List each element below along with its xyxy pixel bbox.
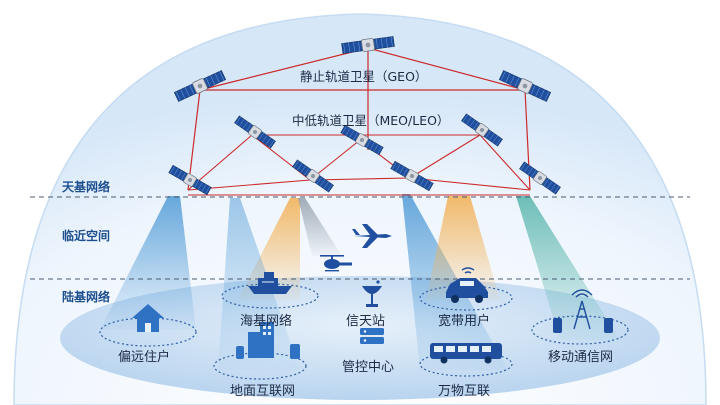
label-gateway: 信天站	[346, 314, 386, 329]
label-maritime: 海基网络	[240, 314, 293, 329]
label-terrestrial: 地面互联网	[230, 384, 296, 399]
label-remote-homes: 偏远住户	[118, 350, 171, 365]
buildings-icon	[248, 322, 274, 358]
ship-icon	[248, 272, 292, 294]
beam-remote-homes	[100, 196, 196, 330]
house-icon	[132, 304, 164, 332]
beam-mobile	[516, 196, 620, 340]
tablet-icon	[290, 344, 300, 359]
car-icon	[446, 267, 488, 303]
layer-label-near-space: 临近空间	[62, 229, 111, 243]
phone-icon-right	[604, 318, 613, 333]
beam-near-space	[298, 198, 342, 256]
helicopter-icon	[320, 255, 352, 272]
meo-leo-orbit-label: 中低轨道卫星（MEO/LEO）	[292, 113, 450, 128]
phone-icon-left	[553, 318, 562, 333]
label-control: 管控中心	[342, 360, 395, 375]
satellite-dish-icon	[362, 280, 382, 307]
ground-ellipse	[60, 276, 660, 400]
label-broadband: 宽带用户	[438, 314, 491, 329]
airplane-icon	[352, 224, 392, 248]
label-mobile: 移动通信网	[548, 350, 614, 365]
geo-orbit-label: 静止轨道卫星（GEO）	[300, 69, 428, 84]
server-icon	[360, 328, 384, 344]
cell-tower-icon	[571, 289, 593, 330]
beam-broadband	[426, 196, 500, 300]
bus-icon	[430, 343, 502, 364]
phone-icon-small	[236, 346, 244, 359]
layer-label-space: 天基网络	[62, 180, 111, 194]
label-iot: 万物互联	[438, 384, 491, 399]
layer-label-ground: 陆基网络	[62, 290, 111, 304]
